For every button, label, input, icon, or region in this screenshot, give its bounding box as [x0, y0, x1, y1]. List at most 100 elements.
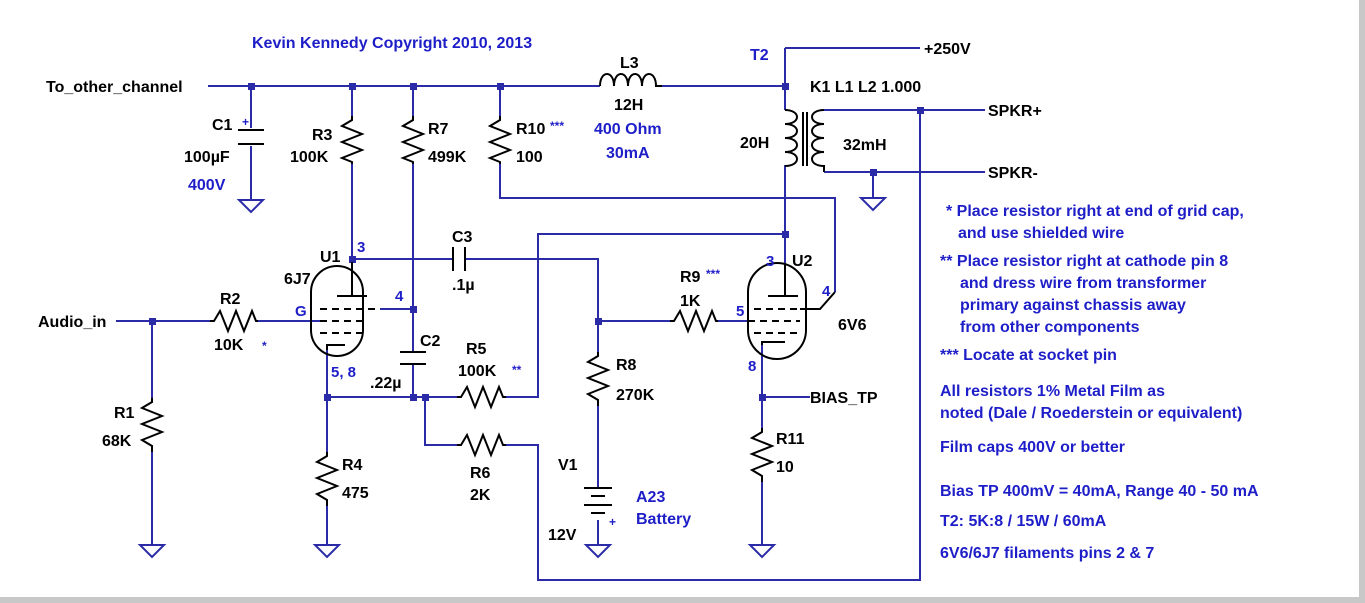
t2-ref: T2: [750, 47, 769, 64]
resistor-r5[interactable]: [457, 384, 506, 410]
note-line: ** Place resistor right at cathode pin 8: [940, 253, 1228, 270]
inductor-l3[interactable]: [599, 73, 662, 87]
u1-pin-cathode: 5, 8: [331, 364, 356, 381]
r9-marker: ***: [706, 267, 720, 281]
resistor-r7[interactable]: [400, 116, 426, 164]
note-line: * Place resistor right at end of grid ca…: [946, 203, 1244, 220]
c1-rating: 400V: [188, 177, 226, 194]
ground-icon: [858, 197, 888, 212]
ground-symbols: [137, 197, 888, 559]
copyright-title: Kevin Kennedy Copyright 2010, 2013: [252, 35, 532, 52]
t2-secondary: 32mH: [843, 137, 887, 154]
notes-block: * Place resistor right at end of grid ca…: [940, 203, 1259, 562]
ground-icon: [137, 544, 167, 559]
resistor-r6[interactable]: [457, 432, 506, 458]
resistor-r10[interactable]: [487, 116, 513, 164]
transformer-t2[interactable]: [784, 109, 825, 172]
l3-value: 12H: [614, 97, 643, 114]
ground-icon: [747, 544, 777, 559]
junction-dot: [248, 83, 255, 90]
capacitor-c1[interactable]: +: [238, 115, 264, 145]
r5-ref: R5: [466, 341, 487, 358]
net-spkr-plus: SPKR+: [988, 103, 1042, 120]
note-line: Bias TP 400mV = 40mA, Range 40 - 50 mA: [940, 483, 1259, 500]
battery-v1[interactable]: +: [584, 487, 616, 529]
t2-coupling: K1 L1 L2 1.000: [810, 79, 921, 96]
r6-value: 2K: [470, 487, 491, 504]
r4-value: 475: [342, 485, 369, 502]
resistor-r9[interactable]: [670, 308, 718, 334]
r11-ref: R11: [776, 431, 805, 448]
junction-dot: [410, 83, 417, 90]
l3-current: 30mA: [606, 145, 650, 162]
r5-value: 100K: [458, 363, 497, 380]
resistor-r1[interactable]: [139, 398, 165, 452]
junction-dot: [149, 318, 156, 325]
capacitor-c3[interactable]: [452, 247, 466, 271]
r2-marker: *: [262, 339, 267, 353]
u2-pin-cathode: 8: [748, 358, 756, 375]
c2-value: .22µ: [370, 375, 401, 392]
wires: [116, 47, 985, 581]
resistor-r11[interactable]: [749, 428, 775, 482]
u1-pin-grid: G: [295, 303, 307, 320]
note-line: T2: 5K:8 / 15W / 60mA: [940, 513, 1107, 530]
c2-ref: C2: [420, 333, 441, 350]
tube-u1-6j7[interactable]: [310, 262, 380, 357]
c3-value: .1µ: [452, 277, 475, 294]
junction-dot: [422, 394, 429, 401]
v1-ref: V1: [558, 457, 578, 474]
net-plus250: +250V: [924, 41, 971, 58]
resistor-r4[interactable]: [314, 452, 340, 506]
junction-dot: [917, 107, 924, 114]
resistor-r2[interactable]: [210, 308, 258, 334]
note-line: from other components: [960, 319, 1140, 336]
capacitor-c2[interactable]: [400, 351, 426, 365]
junction-dot: [349, 83, 356, 90]
c1-polarity: +: [242, 115, 249, 129]
c3-ref: C3: [452, 229, 473, 246]
net-spkr-minus: SPKR-: [988, 165, 1038, 182]
r8-value: 270K: [616, 387, 655, 404]
net-to-other-channel: To_other_channel: [46, 79, 183, 96]
v1-type: A23: [636, 489, 665, 506]
u1-type: 6J7: [284, 271, 311, 288]
r10-ref: R10: [516, 121, 545, 138]
note-line: primary against chassis away: [960, 297, 1186, 314]
v1-polarity: +: [609, 515, 616, 529]
junction-dot: [497, 83, 504, 90]
u2-ref: U2: [792, 253, 813, 270]
resistor-r3[interactable]: [339, 116, 365, 164]
c1-ref: C1: [212, 117, 233, 134]
junction-dot: [410, 306, 417, 313]
junction-dot: [870, 169, 877, 176]
junction-dot: [595, 318, 602, 325]
r5-marker: **: [512, 363, 522, 377]
ground-icon: [583, 544, 613, 559]
u2-type: 6V6: [838, 317, 867, 334]
net-audio-in: Audio_in: [38, 314, 106, 331]
junction-dot: [782, 83, 789, 90]
u1-ref: U1: [320, 249, 341, 266]
ground-icon: [312, 544, 342, 559]
r10-marker: ***: [550, 119, 564, 133]
u1-pin-screen: 4: [395, 288, 404, 305]
note-line: All resistors 1% Metal Film as: [940, 383, 1165, 400]
resistor-r8[interactable]: [585, 352, 611, 406]
r10-value: 100: [516, 149, 543, 166]
tube-u2-6v6[interactable]: [747, 262, 836, 360]
r4-ref: R4: [342, 457, 363, 474]
junction-dot: [349, 256, 356, 263]
r11-value: 10: [776, 459, 794, 476]
r6-ref: R6: [470, 465, 491, 482]
u2-pin-screen: 4: [822, 283, 831, 300]
junction-dot: [759, 394, 766, 401]
r7-value: 499K: [428, 149, 467, 166]
note-line: Film caps 400V or better: [940, 439, 1125, 456]
note-line: 6V6/6J7 filaments pins 2 & 7: [940, 545, 1154, 562]
u2-pin-grid: 5: [736, 303, 744, 320]
junction-dot: [782, 231, 789, 238]
c1-value: 100µF: [184, 149, 230, 166]
